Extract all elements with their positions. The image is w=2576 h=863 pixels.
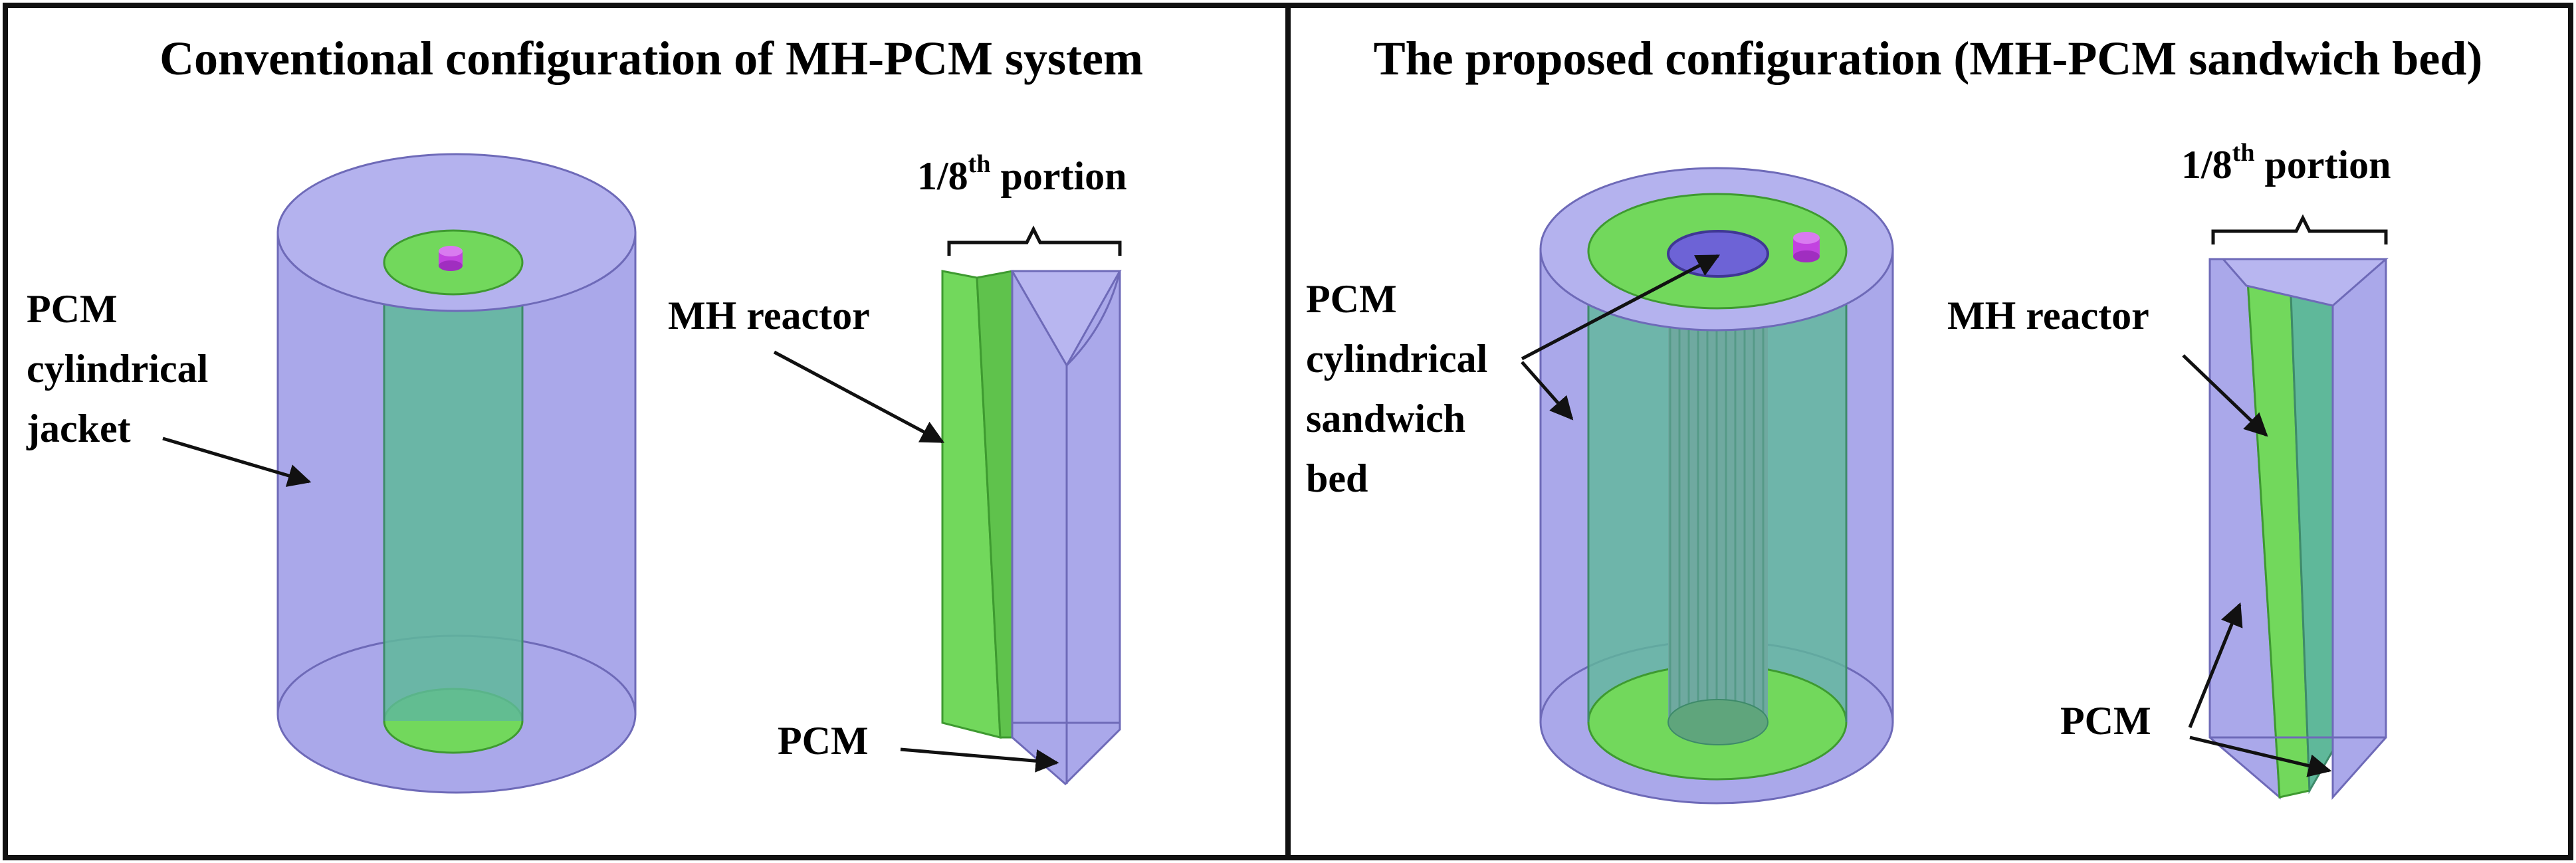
right-label-pcm-2: cylindrical	[1306, 337, 1487, 381]
left-mh-column	[384, 262, 522, 721]
left-portion-brace	[947, 225, 1122, 256]
left-pin	[439, 246, 463, 271]
left-portion-label: 1/8th portion	[917, 150, 1127, 198]
left-pcm-arrow	[162, 436, 312, 487]
right-pcm-bottom-arrow-b	[2189, 735, 2332, 777]
left-label-pcm-3: jacket	[26, 407, 131, 450]
left-mh-arrow	[773, 350, 945, 444]
right-portion-label: 1/8th portion	[2181, 139, 2391, 187]
right-label-pcm-bottom: PCM	[2060, 699, 2151, 743]
right-core-top	[1667, 230, 1769, 278]
right-pcm-arrow-a	[1521, 254, 1721, 361]
right-pcm-bottom-arrow-a	[2188, 602, 2243, 728]
right-pin	[1793, 232, 1820, 262]
right-panel-frame	[1285, 3, 2573, 860]
right-panel-title: The proposed configuration (MH-PCM sandw…	[1374, 32, 2483, 85]
left-wedge	[941, 225, 1122, 786]
right-pcm-arrow-b	[1521, 361, 1574, 421]
right-cylinder	[1539, 167, 1894, 805]
left-label-pcm-2: cylindrical	[27, 347, 208, 391]
left-label-pcm-bottom: PCM	[778, 719, 869, 763]
right-label-pcm-4: bed	[1306, 456, 1368, 500]
left-label-pcm-1: PCM	[27, 287, 118, 331]
right-mh-arrow	[2182, 354, 2268, 437]
left-pcm-bottom-arrow	[900, 747, 1059, 773]
right-portion-brace	[2211, 214, 2388, 244]
right-label-pcm-1: PCM	[1306, 277, 1397, 321]
right-label-mh-reactor: MH reactor	[1947, 294, 2149, 337]
right-label-pcm-3: sandwich	[1306, 397, 1465, 440]
right-wedge	[2208, 214, 2389, 800]
left-label-mh-reactor: MH reactor	[668, 294, 870, 337]
left-panel-title: Conventional configuration of MH-PCM sys…	[160, 32, 1143, 85]
left-cylinder	[276, 153, 637, 794]
